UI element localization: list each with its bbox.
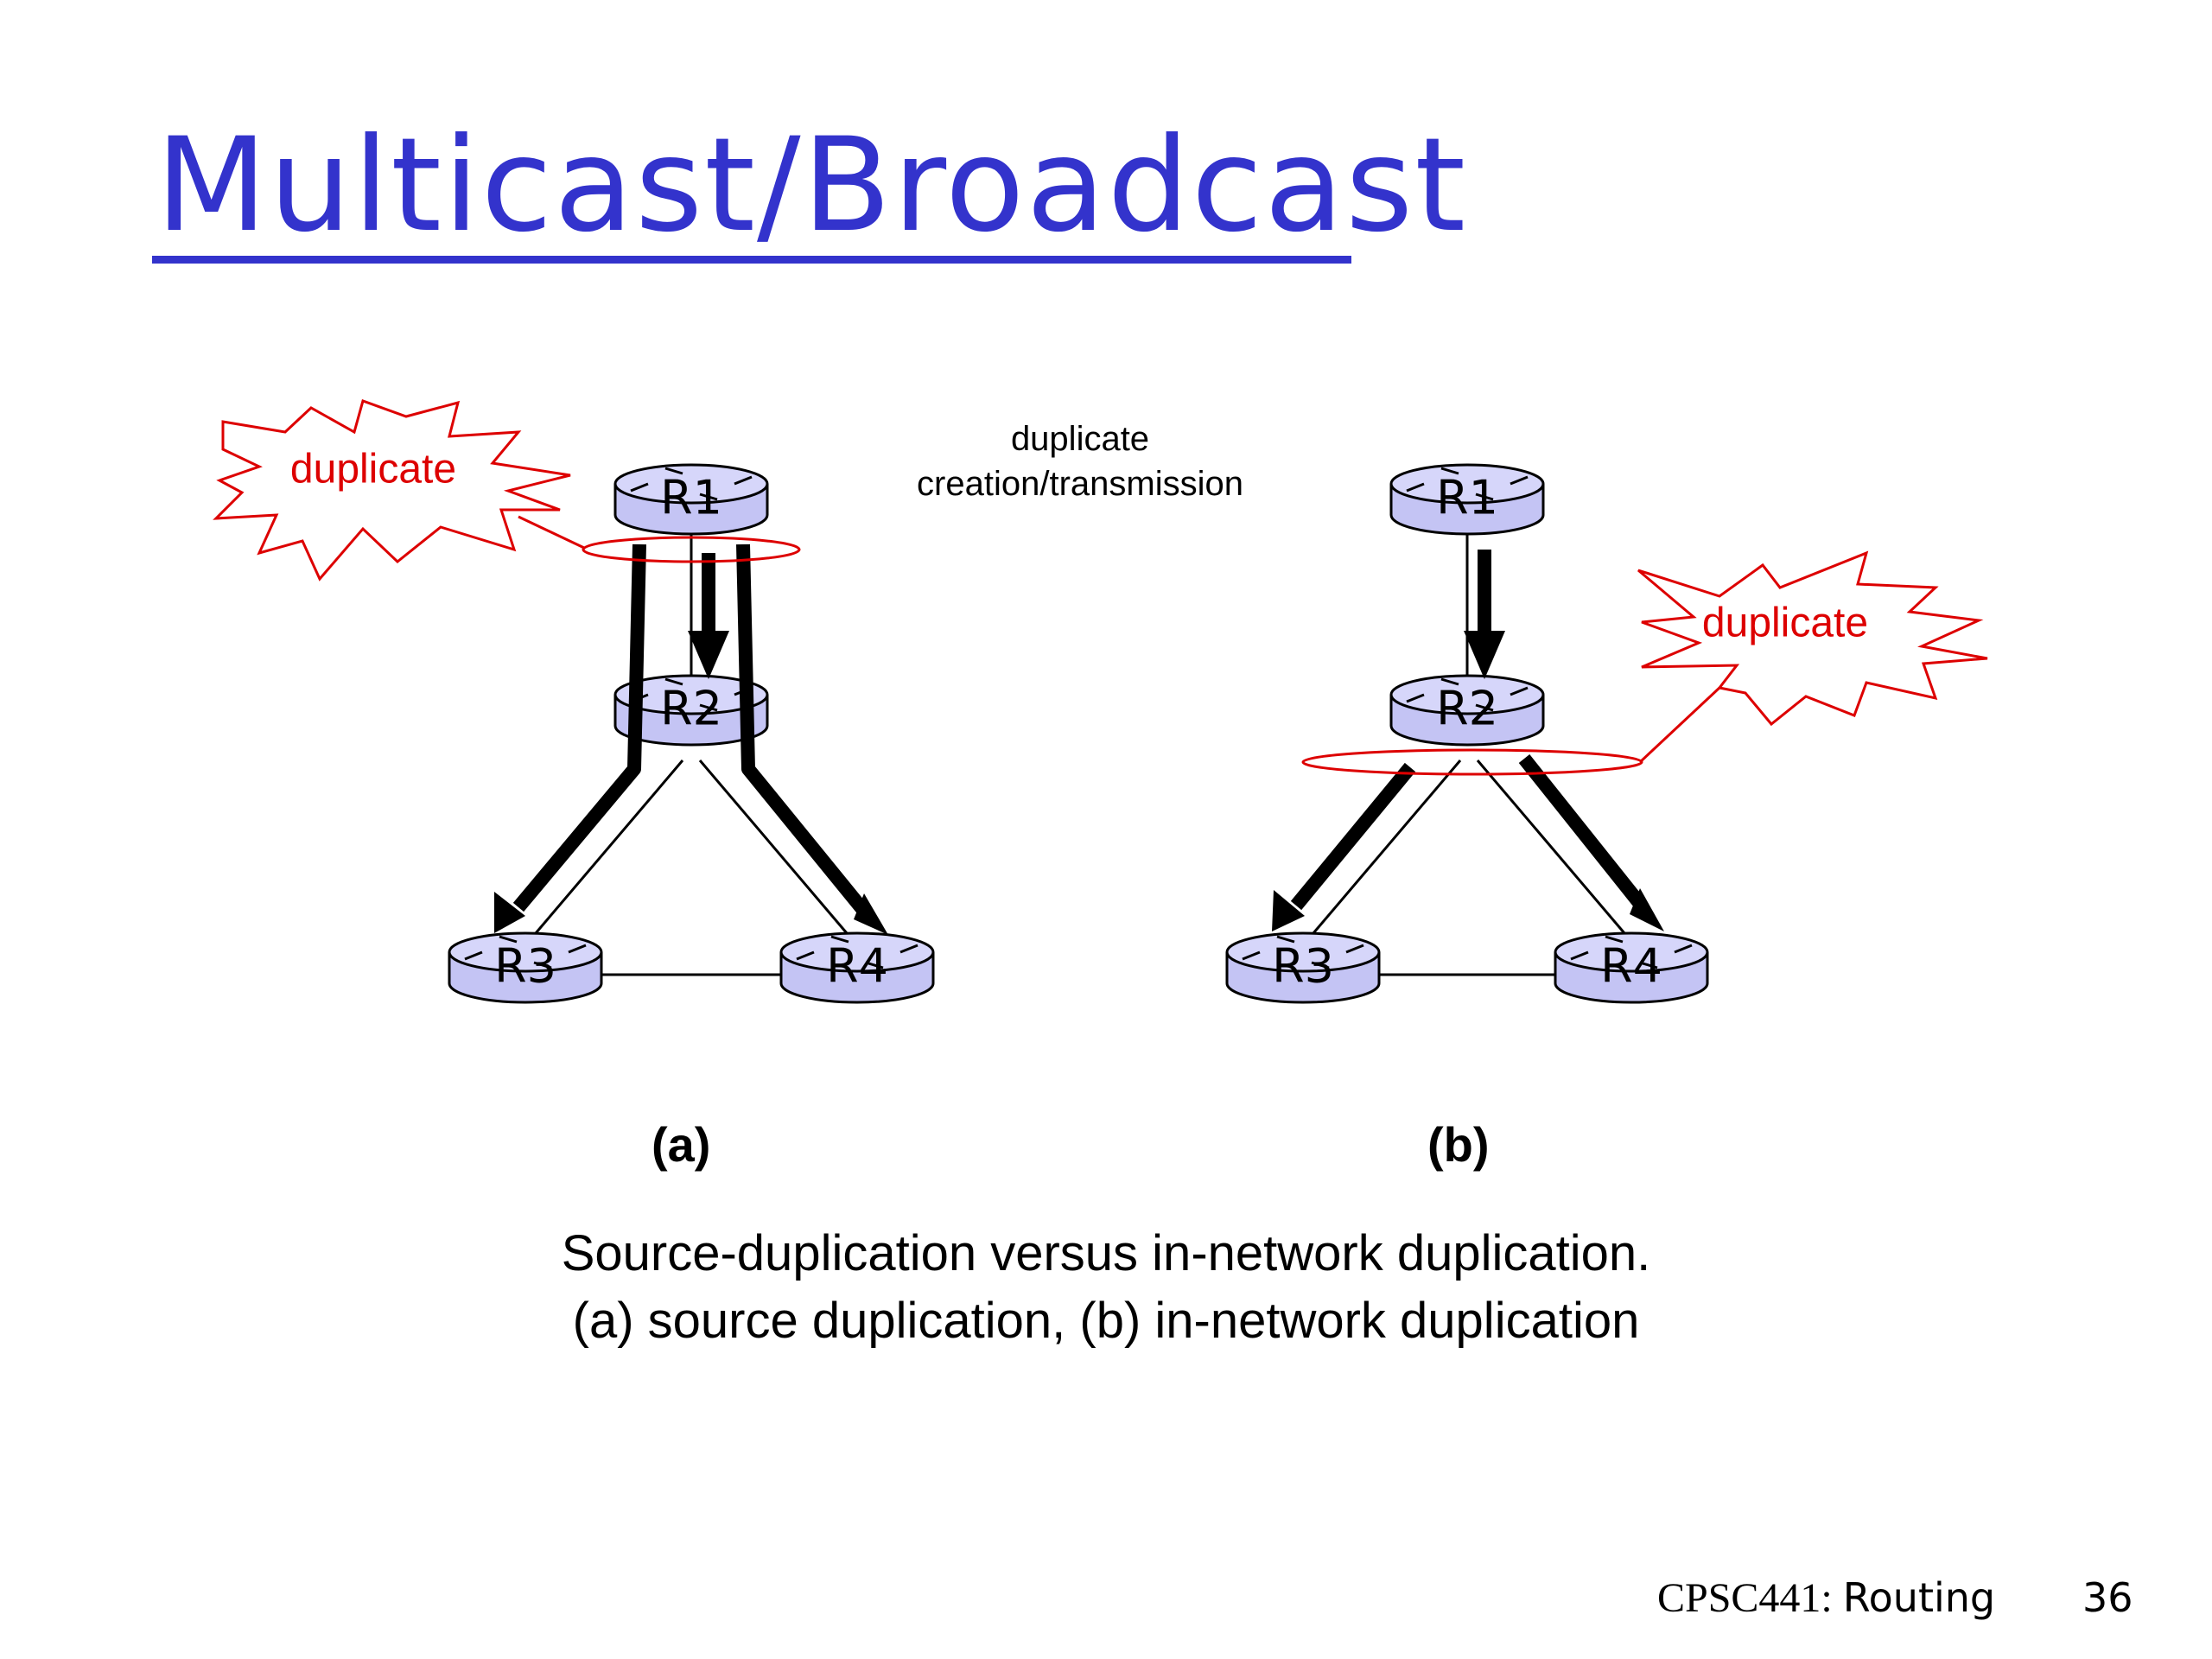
slide-title: Multicast/Broadcast	[156, 111, 1468, 261]
sublabel-a: (a)	[652, 1117, 711, 1172]
arrowhead-b-r2-r4	[1630, 888, 1664, 931]
burst-pointer-a	[518, 515, 585, 550]
router-label-r4-b: R4	[1600, 939, 1662, 994]
router-r2-a: R2	[613, 674, 769, 747]
footer-course-code: CPSC441:	[1657, 1575, 1833, 1621]
router-r1-b: R1	[1389, 463, 1545, 536]
router-r2-b: R2	[1389, 674, 1545, 747]
arrow-a-r1-r3	[512, 543, 646, 912]
burst-label-b: duplicate	[1702, 601, 1868, 646]
router-label-r1-b: R1	[1436, 471, 1498, 525]
figure-caption: Source-duplication versus in-network dup…	[380, 1220, 1832, 1355]
arrow-b-r2-r3	[1290, 762, 1416, 911]
arrowhead-b-r1-r2	[1464, 631, 1505, 679]
arrowhead-a-r1-r4	[854, 893, 888, 935]
caption-line-2: (a) source duplication, (b) in-network d…	[572, 1293, 1640, 1349]
arrowhead-b-r2-r3	[1272, 890, 1305, 931]
router-r4-b: R4	[1554, 931, 1709, 1004]
arrowhead-a-r1-r2	[688, 631, 729, 679]
router-label-r2-b: R2	[1436, 682, 1498, 736]
title-underline	[152, 256, 1351, 264]
router-label-r4-a: R4	[826, 939, 888, 994]
router-label-r1-a: R1	[660, 471, 722, 525]
mid-label-line-2: creation/transmission	[917, 465, 1243, 503]
mid-label-line-1: duplicate	[1010, 420, 1150, 458]
burst-label-a: duplicate	[290, 447, 456, 493]
router-label-r2-a: R2	[660, 682, 722, 736]
arrowhead-a-r1-r3	[494, 892, 525, 933]
footer-course: CPSC441: Routing	[1657, 1574, 1995, 1622]
link-b-r2-r4	[1476, 760, 1626, 934]
router-label-r3-b: R3	[1272, 939, 1334, 994]
router-r3-a: R3	[448, 931, 603, 1004]
duplicate-ellipse-a	[582, 536, 801, 563]
duplicate-creation-label: duplicate creation/transmission	[838, 416, 1322, 506]
duplicate-ellipse-b	[1301, 748, 1643, 776]
link-a-r2-r4	[698, 760, 849, 934]
page-number: 36	[2082, 1574, 2133, 1621]
router-label-r3-a: R3	[494, 939, 556, 994]
burst-a	[213, 399, 571, 582]
diagram-a: R1 R2 R3 R4 duplicate	[213, 399, 935, 1004]
link-b-r2-r3	[1312, 760, 1462, 934]
diagram-b: R1 R2 R3 R4 duplicate	[1225, 463, 1988, 1004]
footer-topic: Routing	[1842, 1574, 1996, 1621]
router-r4-a: R4	[779, 931, 935, 1004]
router-r1-a: R1	[613, 463, 769, 536]
caption-line-1: Source-duplication versus in-network dup…	[561, 1225, 1651, 1281]
router-r3-b: R3	[1225, 931, 1381, 1004]
link-a-r2-r3	[534, 760, 684, 934]
arrow-b-r2-r4	[1518, 754, 1646, 908]
sublabel-b: (b)	[1427, 1117, 1490, 1172]
burst-b	[1637, 550, 1988, 727]
burst-pointer-b	[1638, 686, 1721, 764]
arrow-a-r1-r4	[736, 543, 868, 914]
